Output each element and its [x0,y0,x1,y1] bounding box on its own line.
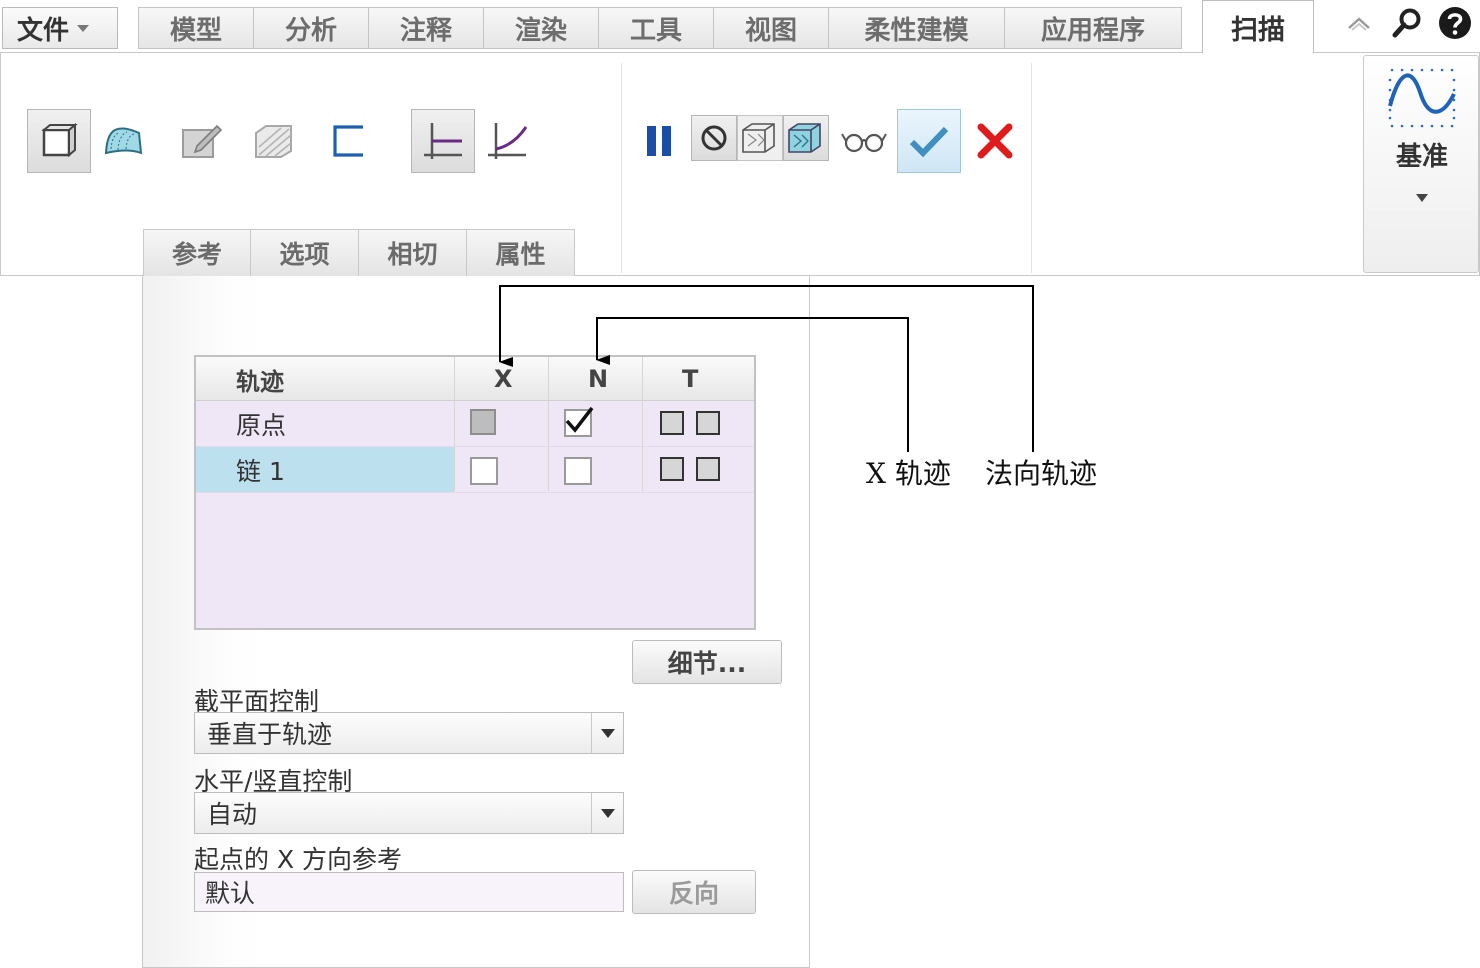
ribbon-divider [1031,63,1032,273]
pause-icon [647,126,671,156]
horizontal-vertical-control-select[interactable]: 自动 [194,792,624,834]
chevron-down-icon [1416,194,1428,202]
table-row[interactable]: 链 1 [196,447,754,493]
datum-curve-icon [1388,68,1456,128]
surface-icon [104,127,143,155]
subtab-references[interactable]: 参考 [143,229,251,277]
remove-material-icon [255,125,292,158]
tab-view[interactable]: 视图 [713,7,828,49]
table-header: 轨迹 X N T [196,357,754,401]
flip-button[interactable]: 反向 [632,870,756,914]
table-row[interactable]: 原点 [196,401,754,447]
datum-button[interactable]: 基准 [1363,55,1479,273]
remove-material-button[interactable] [241,109,305,173]
solid-icon [41,122,78,158]
tab-tools[interactable]: 工具 [598,7,713,49]
tab-annotate[interactable]: 注释 [368,7,483,49]
trajectory-name: 原点 [236,410,287,440]
tab-flexible-modeling[interactable]: 柔性建模 [828,7,1004,49]
edit-sketch-button[interactable] [169,109,233,173]
normal-trajectory-callout: 法向轨迹 [985,457,1098,490]
variable-section-icon [488,123,528,159]
tab-applications[interactable]: 应用程序 [1004,7,1182,49]
subtab-properties[interactable]: 属性 [467,229,575,277]
column-divider [454,357,455,491]
trajectory-name: 链 1 [196,447,454,492]
ribbon-panel: 参考 选项 相切 属性 基准 [0,52,1480,277]
column-header-trajectory: 轨迹 [236,367,284,396]
constant-section-button[interactable] [411,109,475,173]
start-x-direction-reference-field[interactable]: 默认 [194,872,624,912]
trajectory-table: 轨迹 X N T 原点 链 1 [194,355,756,630]
tab-analysis[interactable]: 分析 [253,7,368,49]
checkmark-icon [565,406,594,433]
wireframe-preview-icon [742,123,775,153]
no-preview-icon [701,125,727,151]
file-menu-button[interactable]: 文件 [2,7,118,49]
tab-sweep[interactable]: 扫描 [1202,0,1314,53]
horizontal-vertical-control-value: 自动 [207,800,258,829]
search-icon[interactable] [1390,6,1424,40]
chevron-down-icon [77,24,90,32]
ribbon-tab-strip: 模型 分析 注释 渲染 工具 视图 柔性建模 应用程序 [138,7,1182,49]
subtab-tangency[interactable]: 相切 [359,229,467,277]
surface-sweep-button[interactable] [91,109,155,173]
normal-trajectory-checkbox[interactable] [564,406,594,437]
section-plane-control-label: 截平面控制 [194,687,320,716]
subtab-options[interactable]: 选项 [251,229,359,277]
shaded-preview-icon [788,123,821,153]
chevron-down-icon [591,713,623,753]
tab-model[interactable]: 模型 [138,7,253,49]
section-plane-control-value: 垂直于轨迹 [207,720,333,749]
thicken-icon [333,125,363,157]
cancel-button[interactable] [963,109,1027,173]
file-menu-label: 文件 [17,15,70,46]
datum-label: 基准 [1395,142,1448,172]
tangent-option-square[interactable] [660,411,684,435]
variable-section-button[interactable] [475,109,539,173]
tangent-option-square[interactable] [696,457,720,481]
thicken-button[interactable] [315,109,379,173]
dashboard-subtabs: 参考 选项 相切 属性 [143,229,575,277]
separate-preview-button[interactable] [737,115,783,161]
constant-section-icon [424,123,462,159]
start-x-direction-reference-value: 默认 [205,879,256,908]
details-button[interactable]: 细节... [632,640,782,684]
top-right-icons [1342,0,1480,46]
horizontal-vertical-control-label: 水平/竖直控制 [194,767,353,796]
solid-sweep-button[interactable] [27,109,91,173]
x-trajectory-callout: X 轨迹 [866,457,951,490]
section-plane-control-select[interactable]: 垂直于轨迹 [194,712,624,754]
start-x-direction-reference-label: 起点的 X 方向参考 [194,845,403,874]
menu-bar: 文件 模型 分析 注释 渲染 工具 视图 柔性建模 应用程序 扫描 [0,0,1480,53]
confirm-button[interactable] [897,109,961,173]
tangent-option-square[interactable] [660,457,684,481]
close-icon [977,123,1013,159]
pause-button[interactable] [627,109,691,173]
collapse-ribbon-icon[interactable] [1342,6,1376,40]
preview-glasses-button[interactable] [833,109,897,173]
ribbon-divider [621,63,622,273]
column-header-t: T [682,365,699,393]
column-header-n: N [588,365,609,393]
x-trajectory-checkbox[interactable] [470,457,498,485]
verify-preview-button[interactable] [783,115,829,161]
column-header-x: X [494,365,513,393]
no-preview-button[interactable] [691,115,737,161]
x-trajectory-checkbox [470,409,496,435]
normal-trajectory-checkbox[interactable] [564,457,592,485]
chevron-down-icon [591,793,623,833]
checkmark-icon [909,126,949,158]
sketch-pencil-icon [182,124,223,158]
tab-render[interactable]: 渲染 [483,7,598,49]
tangent-option-square[interactable] [696,411,720,435]
glasses-icon [841,133,887,153]
help-icon[interactable] [1438,6,1472,40]
